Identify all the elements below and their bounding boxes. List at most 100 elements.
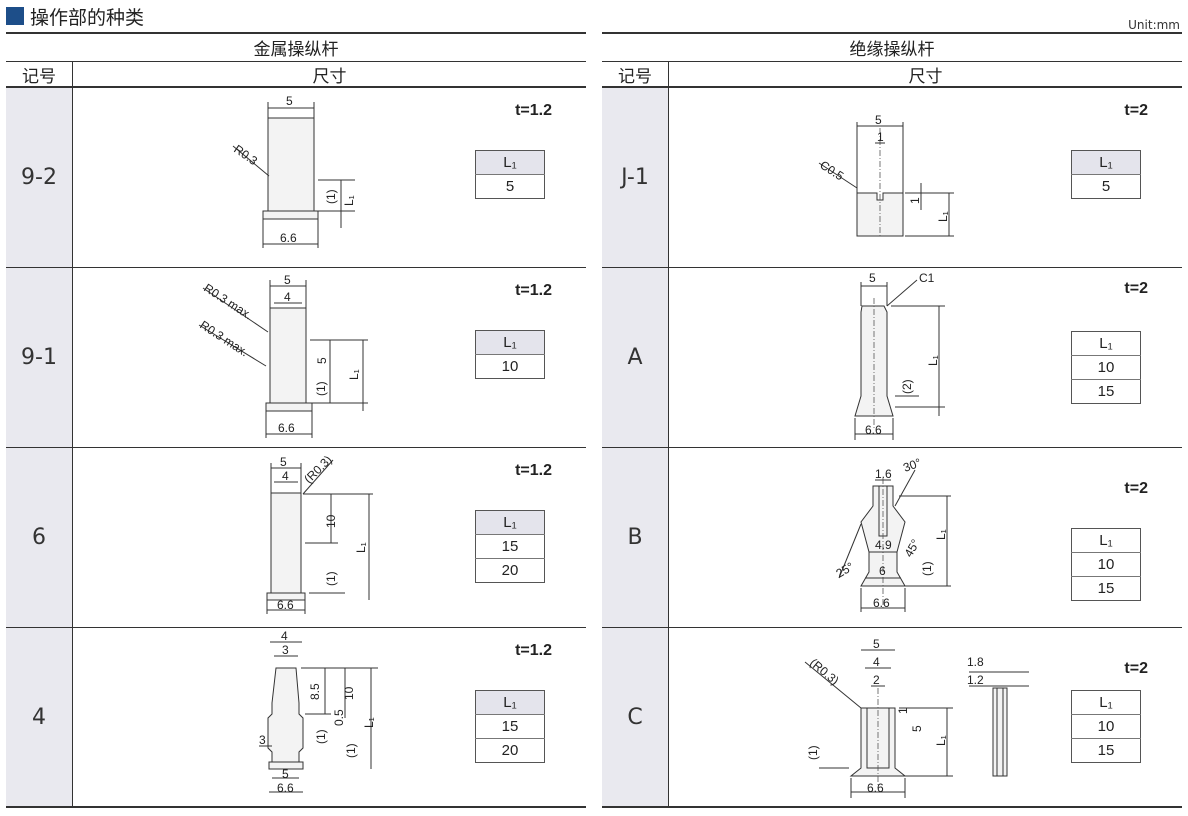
drawing-j-1: 5 1 C0.5 1 L₁ (817, 113, 954, 238)
row-code: 6 (6, 448, 73, 627)
dim-bottom-width: 5 (282, 767, 289, 781)
dim-base: 6.6 (277, 781, 294, 795)
dim-lower-width: 6 (879, 564, 886, 578)
l1-header: L₁ (1071, 528, 1141, 553)
l1-table: L₁ 10 15 (1071, 690, 1141, 763)
l1-header: L₁ (475, 150, 545, 175)
drawing-a: 5 C1 L₁ (2) 6.6 (854, 271, 945, 440)
dim-side-width: 1.8 (967, 655, 984, 669)
dim-width: 5 (280, 455, 287, 469)
dim-upper-height: 8.5 (308, 683, 322, 700)
dim-neck: (1) (314, 729, 328, 744)
dim-slot-height: 5 (910, 725, 924, 732)
dim-side-inner: 1.2 (967, 673, 984, 687)
row-body: 5 4 2 (R0.3) 1 5 L₁ (1) 6.6 1 (669, 628, 1182, 806)
dim-gap: (1) (324, 571, 338, 586)
dim-length: L₁ (934, 735, 948, 746)
dim-width: 4 (281, 629, 288, 643)
dim-mid-width: 4.9 (875, 538, 892, 552)
l1-value: 15 (1097, 742, 1115, 759)
l1-table: L₁ 10 15 (1071, 331, 1141, 404)
dim-radius: R0.3 (231, 142, 260, 168)
dim-length: L₁ (347, 369, 361, 380)
l1-table: L₁ 10 15 (1071, 528, 1141, 601)
dim-base: 6.6 (278, 421, 295, 435)
l1-value: 20 (501, 562, 519, 579)
table-header: 记号 尺寸 (602, 62, 1182, 88)
dim-height: 1 (908, 197, 922, 204)
l1-header: L₁ (1071, 150, 1141, 175)
dim-width: 5 (869, 271, 876, 285)
table-header: 记号 尺寸 (6, 62, 586, 88)
dim-neck-width: 3 (259, 733, 266, 747)
dim-inner-width: 4 (873, 655, 880, 669)
drawing-9-1: 5 4 R0.3 max. R0.3 max. 5 (1) L₁ 6.6 (197, 273, 368, 438)
dim-width: 5 (873, 637, 880, 651)
row-body: 4 3 8.5 10 0.5 (1) 3 L₁ (1) 5 6.6 t (73, 628, 586, 806)
dim-inner-width: 3 (282, 643, 289, 657)
table-row: J-1 5 1 C0.5 1 L₁ t=2 L₁ 5 (602, 88, 1182, 268)
row-code: J-1 (602, 88, 669, 267)
dim-length: L₁ (936, 211, 950, 222)
thickness-label: t=1.2 (515, 642, 552, 659)
l1-header: L₁ (1071, 331, 1141, 356)
row-body: 5 1 C0.5 1 L₁ t=2 L₁ 5 (669, 88, 1182, 267)
dim-base: 6.6 (277, 598, 294, 612)
dim-width: 5 (286, 94, 293, 108)
l1-value: 10 (1071, 552, 1141, 577)
dim-height: (2) (900, 379, 914, 394)
l1-table: L₁ 5 (1071, 150, 1141, 199)
dim-top-height: 1 (896, 707, 910, 714)
header-code: 记号 (602, 62, 669, 87)
table-row: B 1.6 30° 4.9 45° 25° 6 L₁ (1) (602, 448, 1182, 628)
drawing-c: 5 4 2 (R0.3) 1 5 L₁ (1) 6.6 1 (804, 637, 1029, 798)
l1-header: L₁ (1071, 690, 1141, 715)
row-body: 1.6 30° 4.9 45° 25° 6 L₁ (1) 6.6 t=2 (669, 448, 1182, 627)
row-body: 5 C1 L₁ (2) 6.6 t=2 L₁ 10 15 (669, 268, 1182, 447)
dim-slot-width: 2 (873, 673, 880, 687)
thickness-label: t=2 (1124, 480, 1148, 497)
page-title-text: 操作部的种类 (30, 6, 145, 29)
dim-length: L₁ (342, 195, 356, 206)
l1-value: 5 (1101, 178, 1111, 195)
unit-label: Unit:mm (1128, 18, 1180, 32)
dim-base: 6.6 (867, 781, 884, 795)
dim-inner-width: 4 (284, 290, 291, 304)
l1-value: 20 (501, 742, 519, 759)
l1-table: L₁ 15 20 (475, 690, 545, 763)
title-marker-icon (6, 7, 24, 25)
thickness-label: t=1.2 (515, 462, 552, 479)
thickness-label: t=2 (1124, 660, 1148, 677)
l1-value: 5 (505, 178, 515, 195)
metal-lever-table: 金属操纵杆 记号 尺寸 9-2 5 R0.3 (1) L₁ 6.6 (6, 32, 586, 808)
header-dimension: 尺寸 (312, 66, 347, 87)
row-body: 5 4 R0.3 max. R0.3 max. 5 (1) L₁ 6.6 t=1… (73, 268, 586, 447)
dim-radius-top: R0.3 max. (201, 281, 254, 323)
row-body: 5 R0.3 (1) L₁ 6.6 t=1.2 L₁ 5 (73, 88, 586, 267)
thickness-label: t=1.2 (515, 102, 552, 119)
dim-height: (1) (324, 189, 338, 204)
table-row: A 5 C1 L₁ (2) 6.6 t=2 L₁ (602, 268, 1182, 448)
row-code: A (602, 268, 669, 447)
dim-slot-width: 1 (877, 130, 884, 144)
dim-width: 5 (875, 113, 882, 127)
row-code: 4 (6, 628, 73, 806)
row-code: 9-2 (6, 88, 73, 267)
table-row: C 5 4 2 (R0.3) 1 5 L₁ (1) (602, 628, 1182, 806)
insulated-lever-table: 绝缘操纵杆 记号 尺寸 J-1 5 1 C0.5 1 L₁ (602, 32, 1182, 808)
l1-table: L₁ 10 (475, 330, 545, 379)
dim-length: L₁ (354, 542, 368, 553)
dim-top-angle: 30° (901, 455, 923, 474)
l1-value: 10 (1071, 714, 1141, 739)
dim-length: L₁ (934, 529, 948, 540)
dim-length: L₁ (926, 355, 940, 366)
row-code: B (602, 448, 669, 627)
row-code: 9-1 (6, 268, 73, 447)
l1-table: L₁ 15 20 (475, 510, 545, 583)
dim-gap: (1) (314, 381, 328, 396)
dim-base: 6.6 (873, 596, 890, 610)
l1-value: 15 (1097, 383, 1115, 400)
dim-gap-bottom: (1) (344, 743, 358, 758)
header-dimension: 尺寸 (908, 66, 943, 87)
thickness-label: t=1.2 (515, 282, 552, 299)
